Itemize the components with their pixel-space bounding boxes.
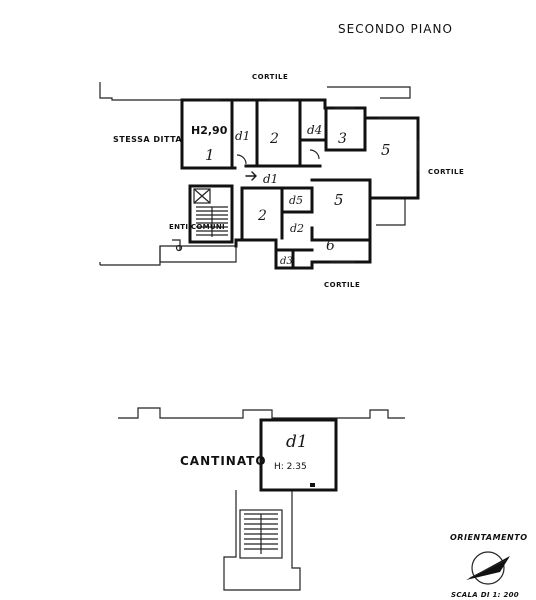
label-enti-comuni: ENTI COMUNI (169, 223, 225, 231)
label-stessa-ditta: STESSA DITTA (113, 135, 182, 144)
room-d1-hall: d1 (263, 172, 278, 186)
orientation-compass-icon (466, 551, 510, 585)
label-cortile-bottom: CORTILE (324, 281, 360, 289)
label-cortile-right: CORTILE (428, 168, 464, 176)
label-cortile-top: CORTILE (252, 73, 288, 81)
label-orientamento: ORIENTAMENTO (450, 533, 528, 542)
label-height-upper: H2,90 (191, 124, 228, 137)
room-2: 2 (269, 131, 279, 147)
label-cantinato: CANTINATO (180, 454, 267, 468)
room-d4: d4 (307, 123, 322, 137)
label-height-cellar: H: 2.35 (274, 462, 307, 472)
room-3: 3 (338, 131, 347, 147)
orientation-block: ORIENTAMENTO SCALA DI 1: 200 (450, 533, 528, 599)
room-1: 1 (205, 146, 215, 164)
room-5-mid: 5 (334, 191, 344, 209)
cellar-floor: CANTINATO d1 H: 2.35 (118, 407, 405, 591)
label-scala: SCALA DI 1: 200 (451, 591, 519, 599)
room-d3: d3 (280, 256, 293, 267)
stair-icon (196, 206, 228, 237)
cellar-stair-icon (239, 509, 283, 559)
room-5-right: 5 (381, 141, 391, 159)
room-cellar: d1 (286, 432, 308, 452)
elevator-icon (193, 188, 211, 204)
plan-title: SECONDO PIANO (338, 22, 453, 36)
room-d2: d2 (290, 222, 304, 235)
room-2-lower: 2 (257, 208, 267, 224)
room-d5: d5 (289, 194, 303, 207)
room-d1: d1 (235, 129, 250, 143)
upper-floor: CORTILE CORTILE CORTILE STESSA DITTA ENT… (99, 73, 464, 289)
room-6: 6 (326, 238, 335, 254)
